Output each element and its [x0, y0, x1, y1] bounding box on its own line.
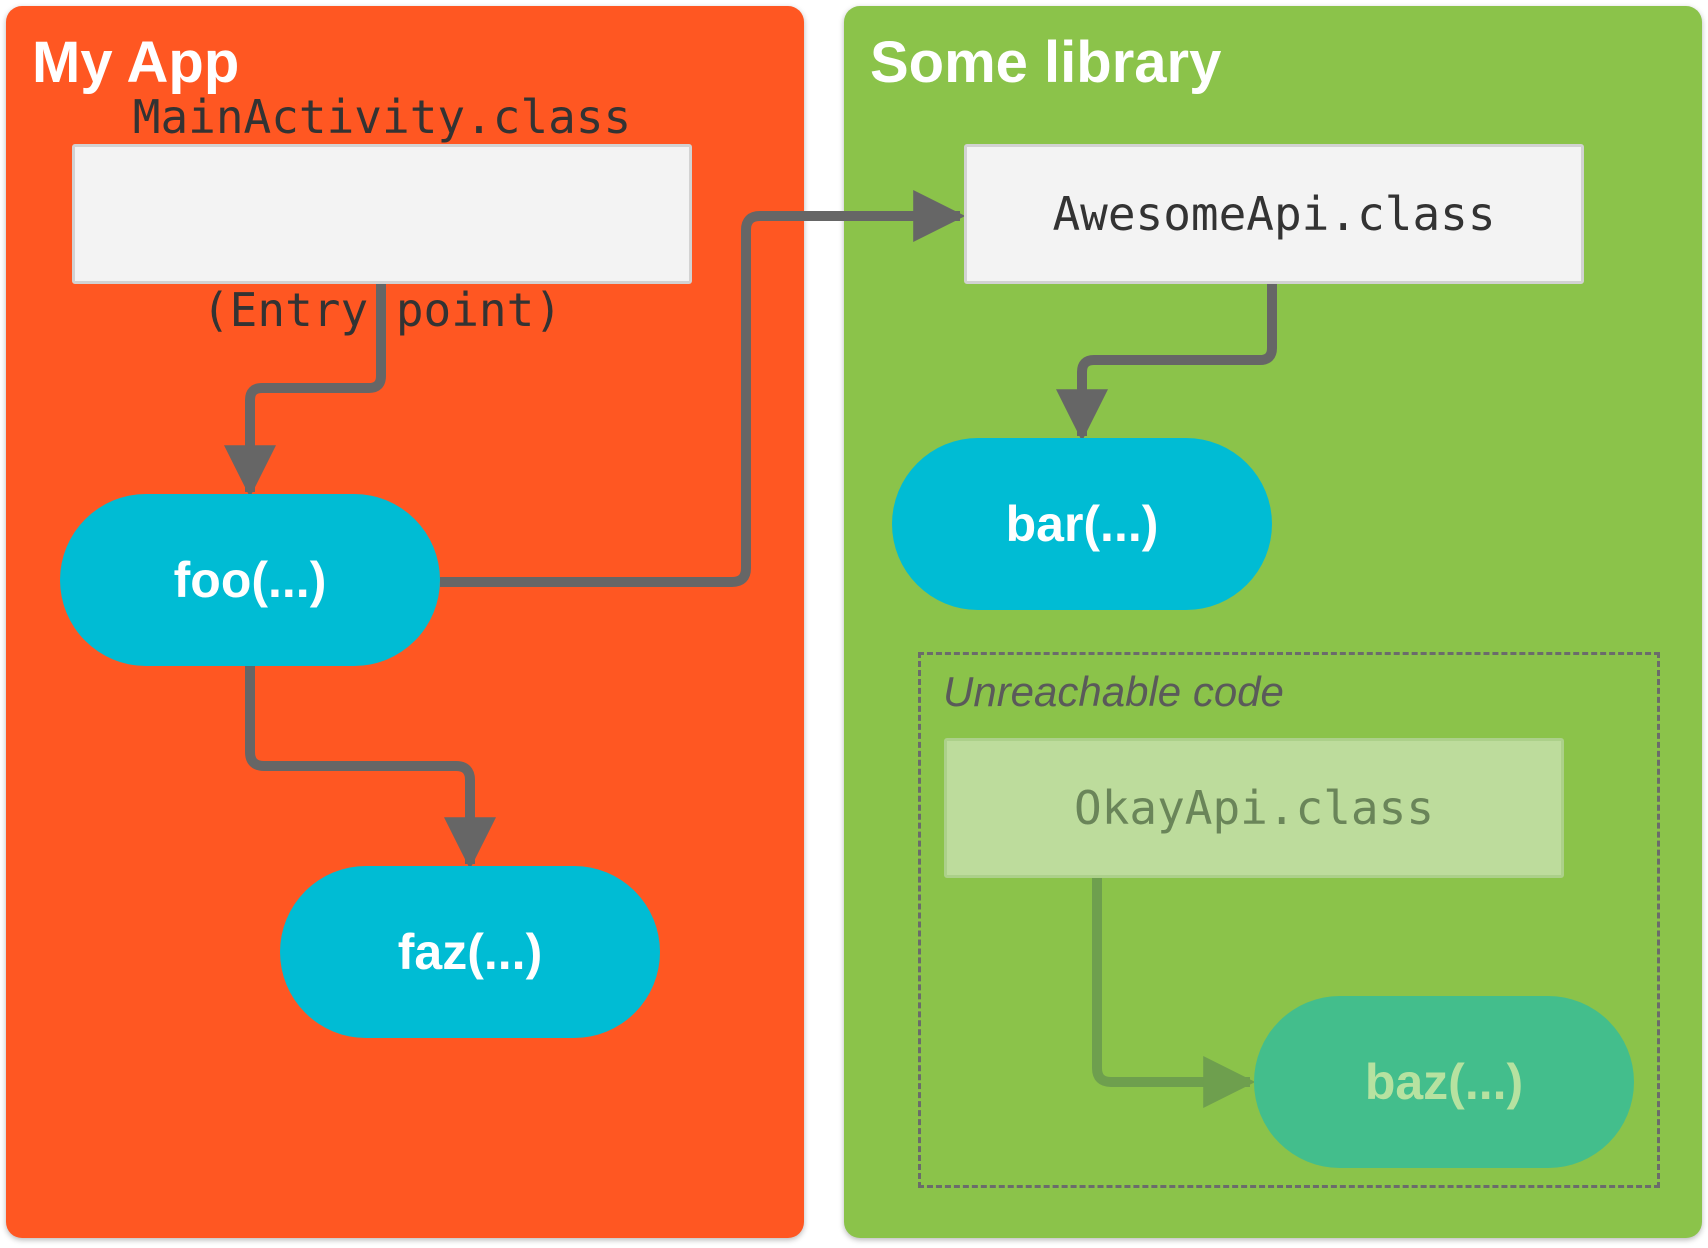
main-activity-class-label: MainActivity.class: [132, 90, 632, 145]
faz-function-label: faz(...): [397, 924, 543, 980]
bar-function-label: bar(...): [1005, 496, 1159, 552]
foo-function-node: foo(...): [60, 494, 440, 666]
entry-point-label: (Entry point): [201, 283, 563, 338]
baz-function-node: baz(...): [1254, 996, 1634, 1168]
arrow-main-activity-to-foo: [224, 282, 386, 498]
arrow-okay-api-to-baz: [1092, 876, 1256, 1108]
foo-function-label: foo(...): [173, 552, 327, 608]
unreachable-code-label: Unreachable code: [943, 668, 1284, 715]
awesome-api-class-label: AwesomeApi.class: [1052, 186, 1496, 241]
my-app-title: My App: [32, 30, 240, 95]
some-library-title: Some library: [870, 30, 1222, 95]
main-activity-class-box: MainActivity.class (Entry point): [72, 90, 692, 337]
okay-api-class-label: OkayApi.class: [1073, 780, 1435, 835]
awesome-api-class-box: AwesomeApi.class: [964, 144, 1584, 284]
unreachable-code-region: [918, 652, 1660, 1188]
faz-function-node: faz(...): [280, 866, 660, 1038]
bar-function-node: bar(...): [892, 438, 1272, 610]
arrow-foo-to-faz: [245, 666, 496, 870]
arrow-foo-to-awesome-api: [440, 190, 966, 587]
baz-function-label: baz(...): [1364, 1054, 1524, 1110]
okay-api-class-box: OkayApi.class: [944, 738, 1564, 878]
arrow-awesome-api-to-bar: [1056, 284, 1277, 442]
